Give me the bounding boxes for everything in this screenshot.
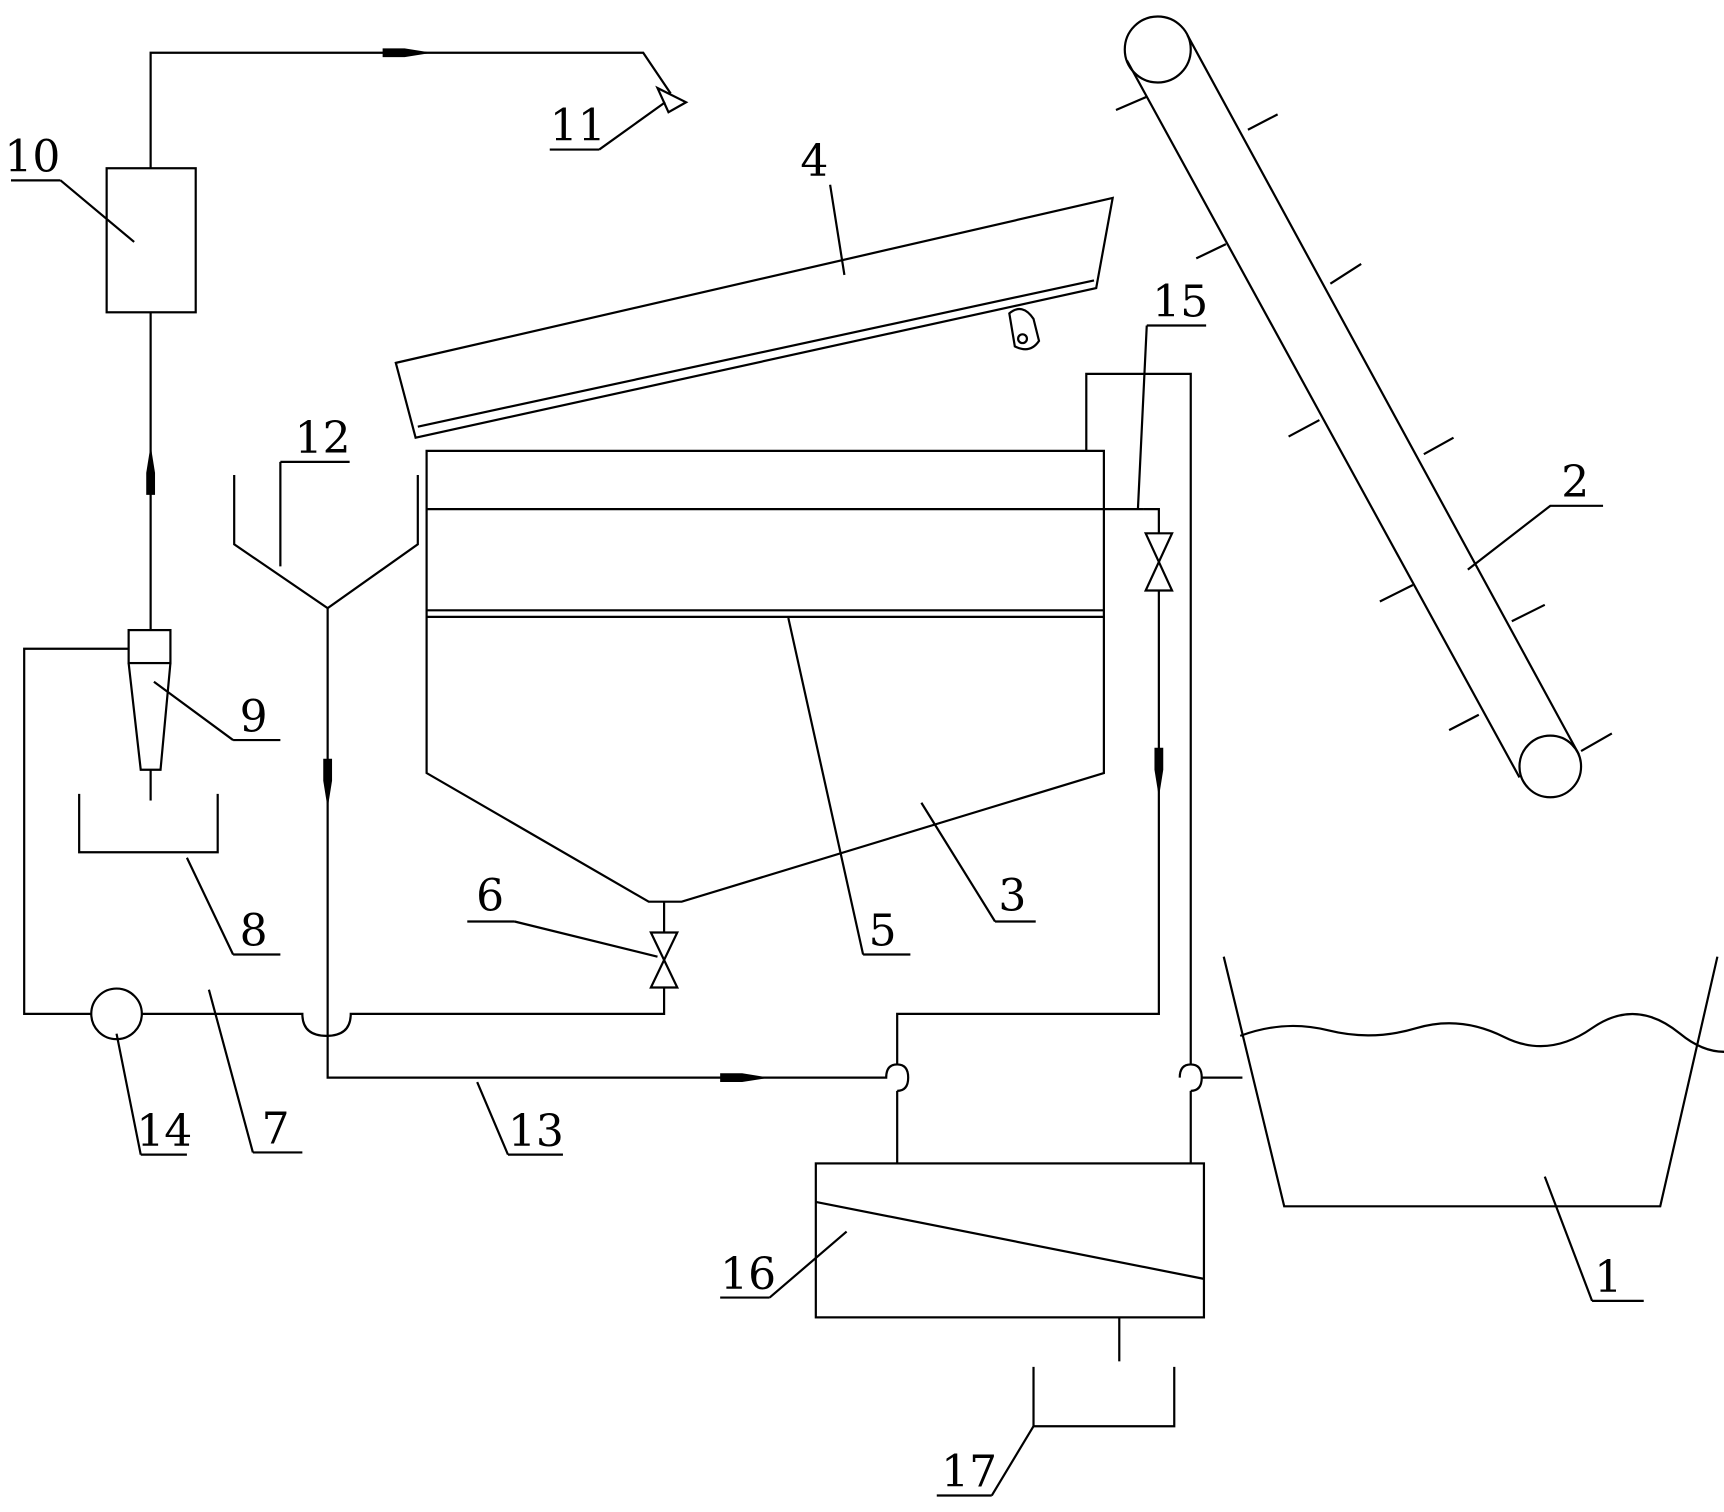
- pump-14: [90, 987, 143, 1041]
- flow-arrow: [382, 48, 433, 58]
- cyclone-9: [127, 628, 172, 801]
- tank-3: [425, 449, 1144, 903]
- funnel-12: [233, 475, 419, 610]
- vibrating-screen-4: [394, 196, 1115, 439]
- label-3: 3: [998, 870, 1026, 921]
- label-9: 9: [240, 691, 268, 742]
- flow-arrow: [146, 445, 156, 495]
- valve-6: [649, 901, 680, 989]
- label-11: 11: [550, 101, 606, 152]
- label-12: 12: [295, 413, 351, 464]
- flow-arrow: [323, 758, 333, 809]
- component-10-box: [105, 167, 197, 314]
- label-1: 1: [1594, 1252, 1622, 1303]
- label-7: 7: [262, 1104, 290, 1155]
- pipe-13: [326, 608, 1243, 1092]
- label-13: 13: [508, 1106, 564, 1157]
- valve-15: [1143, 508, 1174, 592]
- label-15: 15: [1152, 277, 1208, 328]
- separator-16: [814, 1162, 1206, 1319]
- overflow-pipe: [1085, 372, 1192, 1164]
- label-16: 16: [720, 1249, 776, 1300]
- flow-arrow: [1154, 747, 1164, 798]
- flow-arrow: [720, 1073, 770, 1083]
- label-6: 6: [476, 870, 504, 921]
- label-10: 10: [4, 132, 60, 183]
- tray-17: [1032, 1366, 1176, 1428]
- label-8: 8: [240, 906, 268, 957]
- nozzle-11: [655, 85, 689, 114]
- pool-1: [1222, 956, 1724, 1208]
- tray-8: [78, 793, 219, 854]
- pipe-7: [23, 647, 666, 1037]
- label-5: 5: [869, 906, 897, 957]
- label-17: 17: [941, 1447, 997, 1498]
- label-4: 4: [800, 136, 828, 187]
- return-pipe: [896, 590, 1160, 1164]
- label-14: 14: [136, 1106, 192, 1157]
- conveyor-2: [1115, 15, 1613, 799]
- label-2: 2: [1561, 457, 1589, 508]
- screen-5: [426, 609, 1104, 618]
- leader-lines: [10, 101, 1644, 1497]
